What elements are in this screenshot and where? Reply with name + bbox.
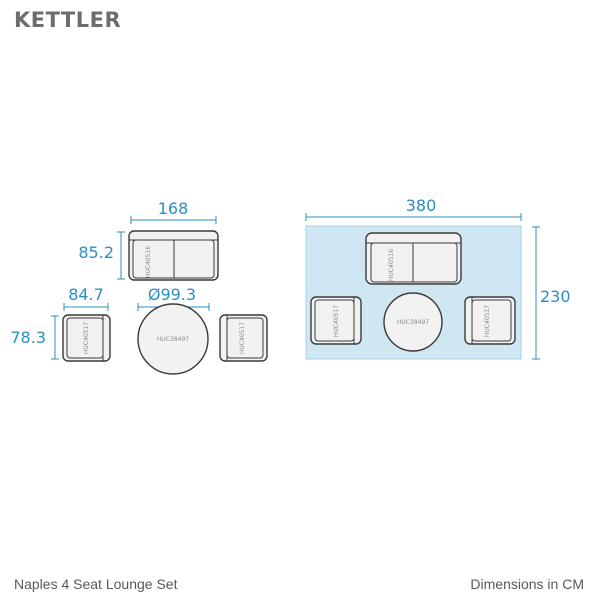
set-sofa-code-label: HUC40516	[388, 249, 395, 281]
left-chair-code-label: HUC40517	[83, 322, 90, 354]
table-code-label: HUC38497	[157, 336, 189, 343]
chair-depth-dimension: 78.3	[10, 315, 59, 360]
sofa-depth-dimension: 85.2	[78, 231, 125, 280]
set-width-label: 380	[406, 196, 437, 215]
set-left-chair-plan: HUC40517	[310, 296, 362, 345]
set-depth-label: 230	[540, 287, 571, 306]
chair-width-dimension: 84.7	[63, 285, 109, 311]
sofa-depth-label: 85.2	[78, 243, 114, 262]
sofa-plan: HUC40516	[128, 230, 219, 281]
set-width-dimension: 380	[305, 196, 522, 221]
sofa-code-label: HUC40516	[145, 246, 152, 278]
table-diameter-label: Ø99.3	[148, 285, 196, 304]
set-depth-dimension: 230	[532, 226, 571, 360]
left-chair-plan: HUC40517	[62, 314, 111, 362]
sofa-width-dimension: 168	[130, 199, 217, 224]
set-table-code-label: HUC38497	[397, 319, 429, 326]
chair-depth-label: 78.3	[10, 328, 46, 347]
units-note: Dimensions in CM	[470, 576, 584, 592]
table-plan: HUC38497	[137, 303, 209, 375]
kettler-logo: KETTLER	[14, 8, 122, 32]
chair-width-label: 84.7	[68, 285, 104, 304]
set-right-chair-code-label: HUC40517	[484, 305, 491, 337]
set-table-plan: HUC38497	[383, 292, 443, 352]
set-right-chair-plan: HUC40517	[464, 296, 516, 345]
product-name: Naples 4 Seat Lounge Set	[14, 576, 178, 592]
right-chair-plan: HUC40517	[219, 314, 268, 362]
sofa-width-label: 168	[158, 199, 189, 218]
right-chair-code-label: HUC40517	[239, 322, 246, 354]
set-sofa-plan: HUC40516	[365, 232, 462, 285]
set-left-chair-code-label: HUC40517	[333, 305, 340, 337]
